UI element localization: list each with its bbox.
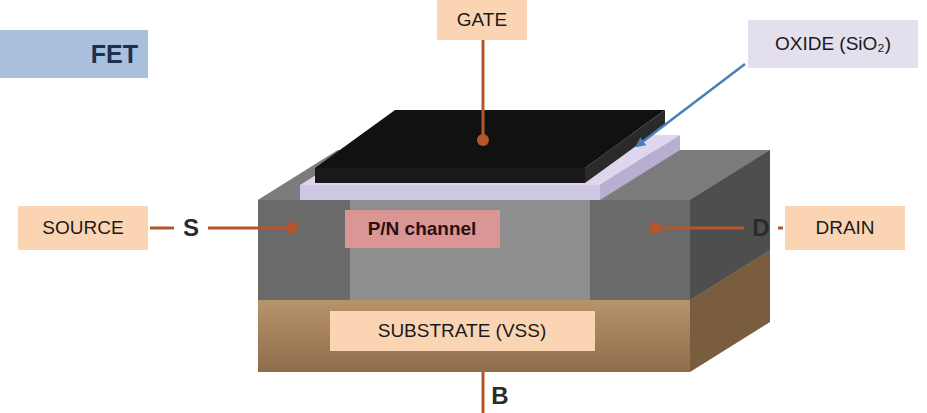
substrate-label-box: SUBSTRATE (VSS) <box>330 311 595 351</box>
oxide-label-box: OXIDE (SiO₂) <box>748 20 918 68</box>
label-text: SUBSTRATE (VSS) <box>378 320 547 342</box>
substrate-front <box>258 300 690 372</box>
drain-block <box>590 200 690 300</box>
gate-lead <box>482 40 485 140</box>
source-lead-a <box>150 227 174 230</box>
terminal-letter: D <box>752 214 769 242</box>
drain-lead <box>655 227 744 230</box>
label-text: OXIDE (SiO₂) <box>775 33 891 55</box>
gate-dot <box>477 134 489 146</box>
source-dot <box>286 222 298 234</box>
drain-side <box>690 150 770 300</box>
channel-layer <box>258 200 690 300</box>
source-label-box: SOURCE <box>18 206 148 250</box>
label-text: DRAIN <box>815 217 874 239</box>
oxide-pointer <box>637 64 745 146</box>
drain-lead-b <box>778 227 783 230</box>
gate-label-box: GATE <box>437 0 527 40</box>
title-text: FET <box>91 40 138 69</box>
title-band: FET <box>0 30 148 78</box>
drain-dot <box>649 222 661 234</box>
oxide-front <box>300 185 600 200</box>
label-text: P/N channel <box>368 218 477 240</box>
bulk-lead <box>482 372 485 413</box>
terminal-letter: S <box>183 214 199 242</box>
gate-front <box>315 168 585 183</box>
label-text: SOURCE <box>42 217 123 239</box>
source-block <box>258 200 350 300</box>
gate-side <box>585 110 665 183</box>
label-text: GATE <box>457 9 507 31</box>
drain-label-box: DRAIN <box>785 206 905 250</box>
source-lead <box>208 227 292 230</box>
terminal-letter: B <box>491 382 508 410</box>
channel-label-box: P/N channel <box>345 210 500 248</box>
